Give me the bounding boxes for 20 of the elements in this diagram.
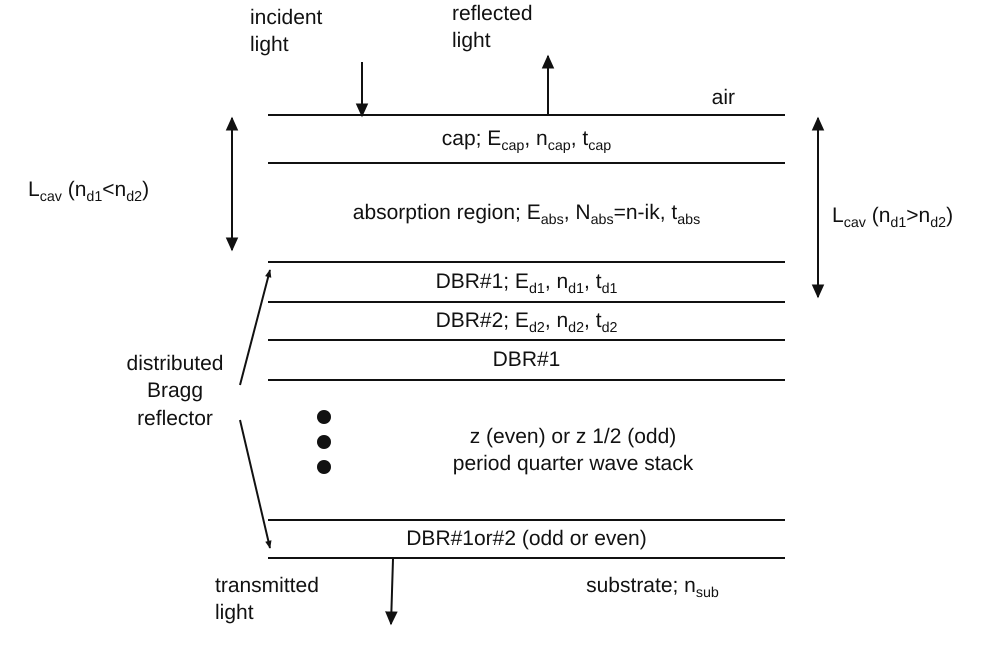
layer-band: DBR#1; E$_{d1}$, n$_{d1}$, t$_{d1}$ (268, 261, 785, 301)
substrate-layer: substrate; n$_{sub}$ (520, 562, 785, 610)
layer-band: DBR#2; E$_{d2}$, n$_{d2}$, t$_{d2}$ (268, 301, 785, 339)
cavity-length-label: L$_{cav}$ (n$_{d1}$>n$_{d2}$) (832, 203, 954, 230)
layer-band: cap; E$_{cap}$, n$_{cap}$, t$_{cap}$ (268, 114, 785, 162)
annotation-text: distributed Bragg reflector (110, 350, 240, 465)
medium-label: air (600, 82, 785, 114)
annotation-text: incident light (250, 4, 365, 62)
layer-band: z (even) or z 1/2 (odd) period quarter wave stack (268, 379, 785, 519)
cavity-length-label: L$_{cav}$ (n$_{d1}$<n$_{d2}$) (28, 177, 150, 204)
annotation-text: reflected light (452, 0, 552, 58)
arrow (239, 420, 272, 549)
arrow (239, 269, 272, 386)
arrow (385, 558, 398, 626)
annotation-text: transmitted light (215, 572, 393, 644)
arrow (356, 62, 368, 118)
layer-band: DBR#1or#2 (odd or even) (268, 519, 785, 559)
arrow (542, 54, 554, 114)
layer-band: DBR#1 (268, 339, 785, 379)
layer-band: absorption region; E$_{abs}$, N$_{abs}$=n-ik, t$_{abs}$ (268, 162, 785, 261)
